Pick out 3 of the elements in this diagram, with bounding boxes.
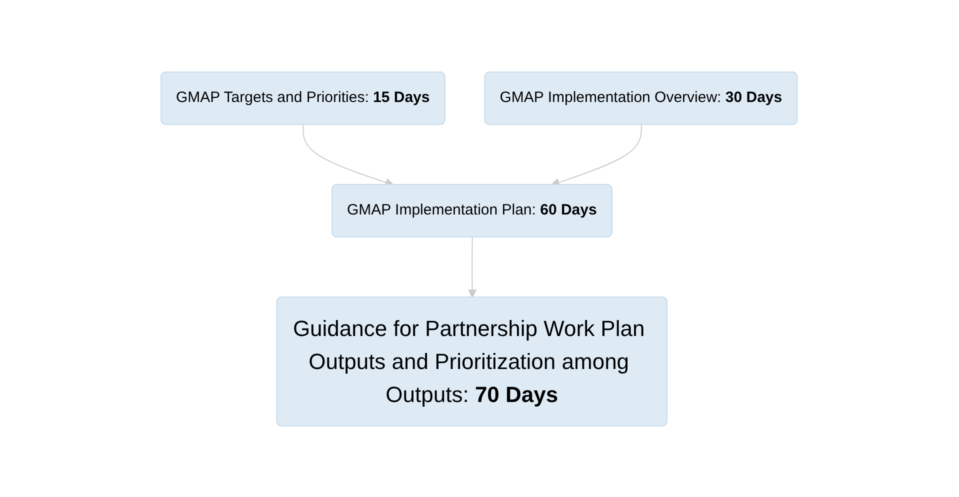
arrow bbox=[551, 124, 642, 186]
arrow bbox=[303, 124, 394, 186]
arrow bbox=[468, 236, 478, 298]
